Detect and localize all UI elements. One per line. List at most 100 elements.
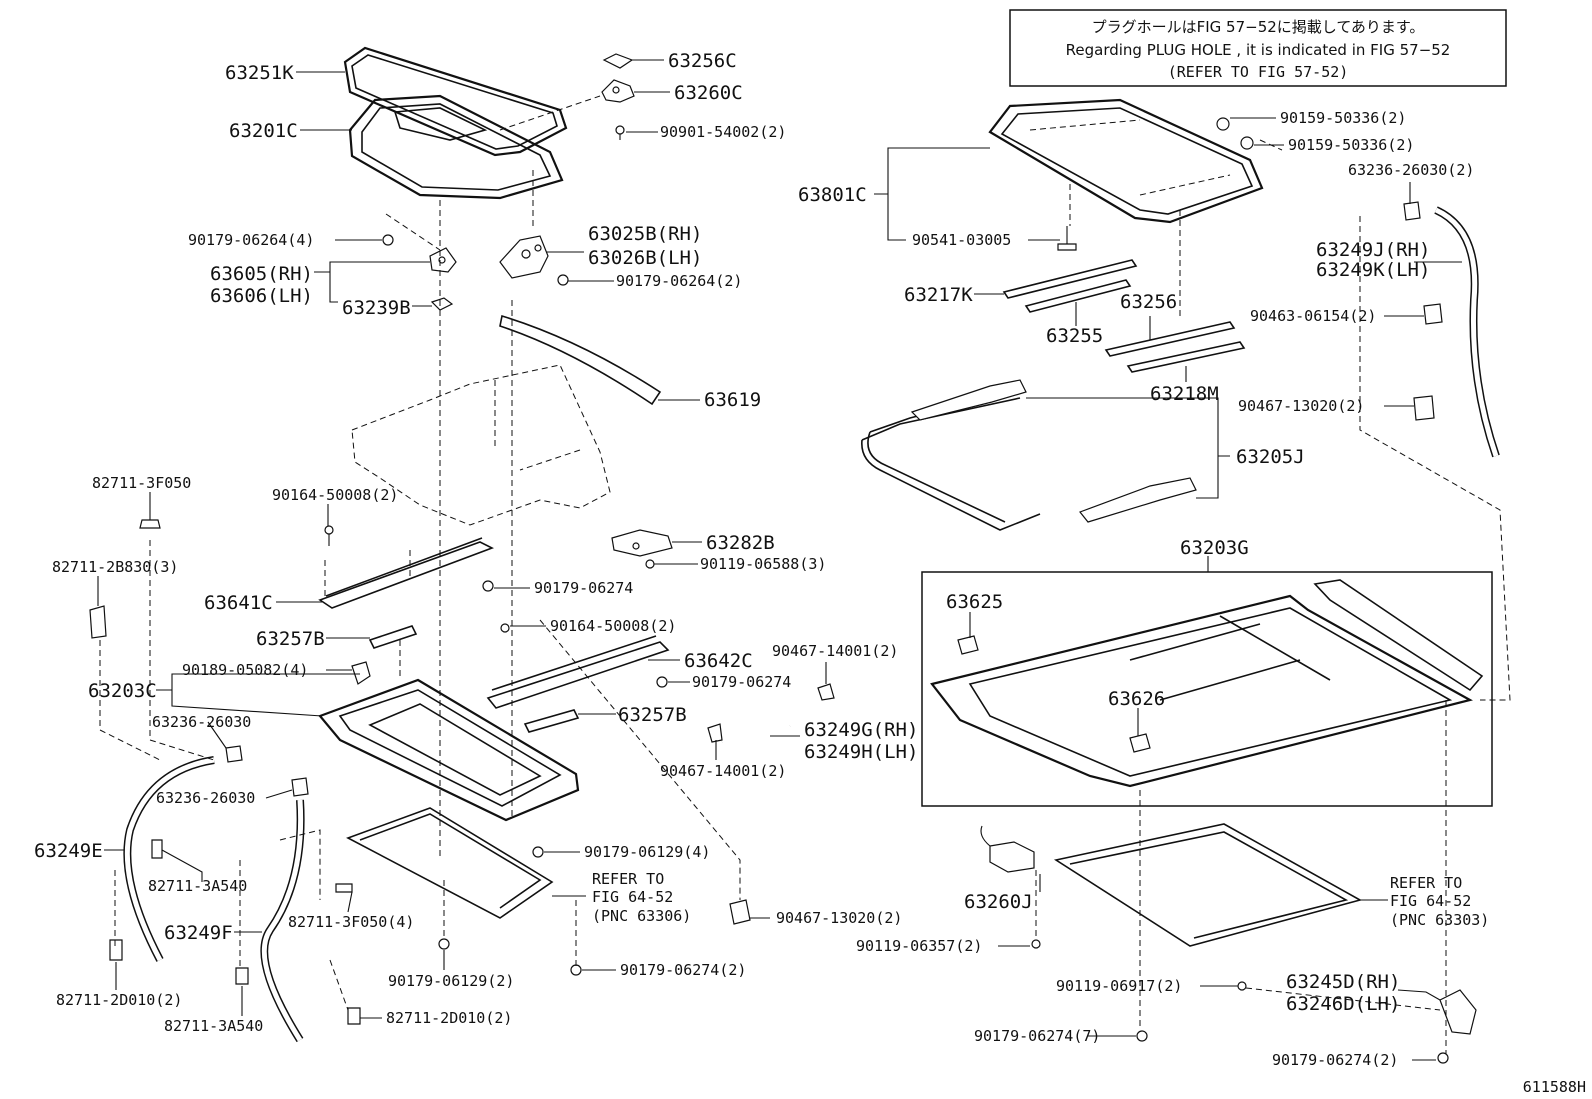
- motor-63260j: [980, 825, 1035, 873]
- label-90179-06129-2: 90179-06129(2): [388, 972, 514, 990]
- drain-hose-63249j: [1434, 206, 1500, 458]
- label-63239b: 63239B: [342, 297, 411, 319]
- label-90179-06274-2a: 90179-06274(2): [620, 961, 746, 979]
- headliner-outline: [351, 364, 611, 526]
- refer-right-line-1: REFER TO: [1390, 874, 1462, 892]
- drain-hose-63249f: [260, 799, 305, 1043]
- label-63249j: 63249J(RH): [1316, 239, 1430, 261]
- washer-63239b: [430, 297, 454, 311]
- label-63026b: 63026B(LH): [588, 247, 702, 269]
- refer-left: REFER TO FIG 64-52 (PNC 63306): [592, 870, 691, 925]
- label-90467-14001-a: 90467-14001(2): [772, 642, 898, 660]
- clip-82711-2d010-a: [109, 939, 123, 961]
- label-63282b: 63282B: [706, 532, 775, 554]
- label-63246d: 63246D(LH): [1286, 993, 1400, 1015]
- label-90541-03005: 90541-03005: [912, 231, 1011, 249]
- label-63256c: 63256C: [668, 50, 737, 72]
- plug-hole-note: プラグホールはFIG 57−52に掲載してあります。 Regarding PLU…: [1009, 9, 1507, 87]
- clamp-90467-13020-b: [1413, 395, 1435, 421]
- housing-63203c: [318, 678, 580, 822]
- label-90164-50008-a: 90164-50008(2): [272, 486, 398, 504]
- drain-rail-63641c: [318, 537, 494, 609]
- label-63625: 63625: [946, 591, 1003, 613]
- bracket-63282b: [611, 529, 673, 557]
- sunshade-lower-left: [346, 807, 554, 919]
- clip-90189: [351, 661, 371, 685]
- label-63255: 63255: [1046, 325, 1103, 347]
- right-guide-lines: [1035, 139, 1511, 1054]
- label-90159-50336-b: 90159-50336(2): [1288, 136, 1414, 154]
- nut-90179-06274-2a: [570, 964, 582, 976]
- label-90189-05082: 90189-05082(4): [182, 661, 308, 679]
- hinge-63025b: [499, 235, 549, 279]
- label-63249f: 63249F: [164, 922, 233, 944]
- nut-90159-a: [1216, 117, 1230, 131]
- refer-left-line-3: (PNC 63306): [592, 907, 691, 925]
- bracket-63626: [1129, 733, 1151, 753]
- label-90179-06274-a: 90179-06274: [534, 579, 633, 597]
- label-63217k: 63217K: [904, 284, 973, 306]
- diagram-id: 611588H: [1523, 1078, 1586, 1096]
- nut-90179-06129-4: [532, 846, 544, 858]
- label-63251k: 63251K: [225, 62, 294, 84]
- part-labels: 63251K 63201C 63256C 63260C 90901-54002(…: [34, 50, 1474, 1069]
- sunshade-lower-right: [1053, 823, 1363, 947]
- label-90119-06357: 90119-06357(2): [856, 937, 982, 955]
- label-90179-06274-b: 90179-06274: [692, 673, 791, 691]
- label-63218m: 63218M: [1150, 383, 1219, 405]
- sunroof-glass-63801c: [988, 98, 1264, 224]
- left-guide-lines: [99, 95, 741, 1011]
- label-90901-54002: 90901-54002(2): [660, 123, 786, 141]
- label-63257b-b: 63257B: [618, 704, 687, 726]
- label-63203g: 63203G: [1180, 537, 1249, 559]
- rail-63218m: [1126, 341, 1246, 373]
- screw-90119-06917: [1237, 981, 1247, 991]
- hose-63249g: [721, 724, 791, 744]
- refer-right: REFER TO FIG 64-52 (PNC 63303): [1390, 874, 1489, 929]
- label-90119-06588: 90119-06588(3): [700, 555, 826, 573]
- label-90179-06264-2: 90179-06264(2): [616, 272, 742, 290]
- nut-90159-b: [1240, 136, 1254, 150]
- clamp-90463: [1423, 303, 1443, 325]
- label-90467-13020-a: 90467-13020(2): [776, 909, 902, 927]
- label-63626: 63626: [1108, 688, 1165, 710]
- clip-82711-3a540-b: [235, 967, 249, 985]
- label-63256: 63256: [1120, 291, 1177, 313]
- frame-seal-63201c: [348, 94, 564, 200]
- bolt-90164-a: [324, 525, 334, 546]
- label-90179-06274-2b: 90179-06274(2): [1272, 1051, 1398, 1069]
- clamp-90467-14001-b: [707, 723, 723, 743]
- label-82711-3a540-a: 82711-3A540: [148, 877, 247, 895]
- drive-cable-63205j: [861, 379, 1197, 531]
- screw-90119-06357: [1031, 939, 1041, 949]
- bracket-63260c: [601, 79, 635, 103]
- sunroof-frame-63203g: [930, 579, 1484, 788]
- label-90179-06129-4: 90179-06129(4): [584, 843, 710, 861]
- note-line-ref: (REFER TO FIG 57-52): [1168, 63, 1349, 81]
- clip-82711-2b830: [89, 605, 107, 639]
- bracket-63245d: [1439, 989, 1477, 1035]
- wind-deflector-63619: [499, 314, 662, 406]
- label-63236-26030-2: 63236-26030(2): [1348, 161, 1474, 179]
- label-90179-06274-7: 90179-06274(7): [974, 1027, 1100, 1045]
- label-90164-50008-b: 90164-50008(2): [550, 617, 676, 635]
- nut-90179-06264-b: [557, 274, 569, 286]
- label-82711-3f050-4: 82711-3F050(4): [288, 913, 414, 931]
- label-90467-13020-b: 90467-13020(2): [1238, 397, 1364, 415]
- refer-right-line-3: (PNC 63303): [1390, 911, 1489, 929]
- label-90119-06917: 90119-06917(2): [1056, 977, 1182, 995]
- bracket-63625: [957, 635, 979, 655]
- label-63605: 63605(RH): [210, 263, 313, 285]
- clamp-90467-13020-a: [729, 899, 751, 925]
- nut-90179-06274-a: [482, 580, 494, 592]
- label-82711-3a540-b: 82711-3A540: [164, 1017, 263, 1035]
- label-63257b-a: 63257B: [256, 628, 325, 650]
- label-63249g: 63249G(RH): [804, 719, 918, 741]
- drain-rail-63642c: [486, 635, 670, 709]
- pad-63257b-a: [368, 625, 418, 649]
- refer-right-line-2: FIG 64-52: [1390, 892, 1471, 910]
- note-line-jp: プラグホールはFIG 57−52に掲載してあります。: [1092, 18, 1425, 36]
- clip-82711-3a540-a: [151, 839, 163, 859]
- rail-63255: [1024, 279, 1132, 313]
